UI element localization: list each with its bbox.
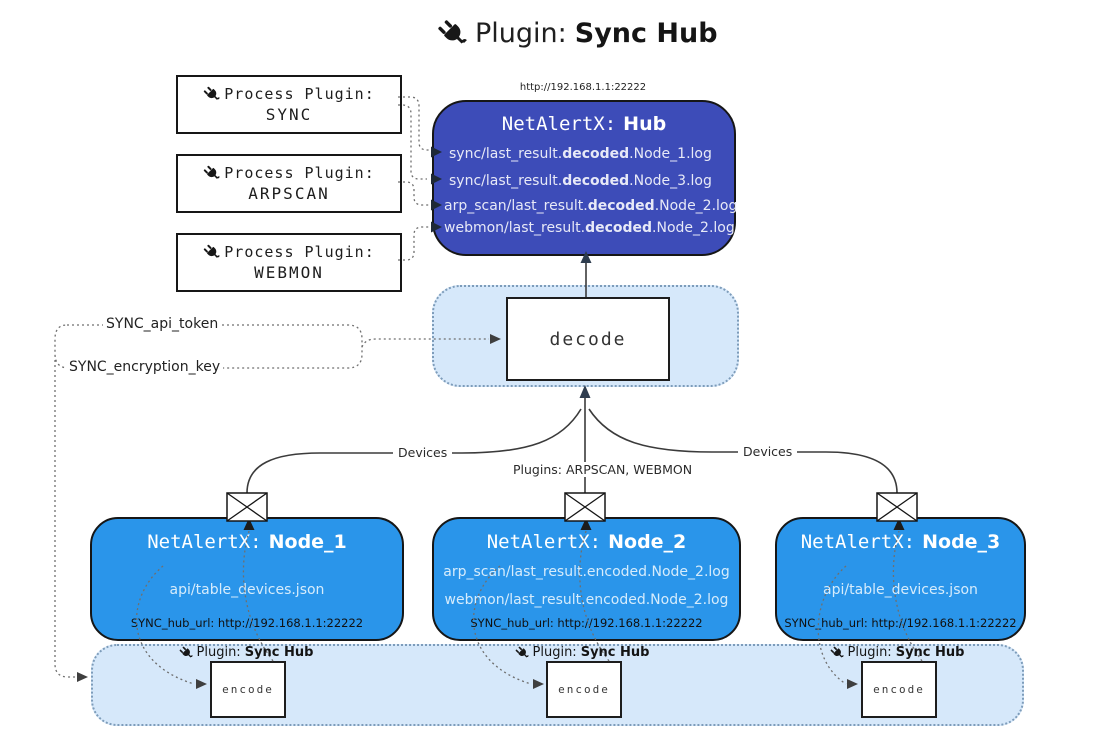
node-box-2: NetAlertX:Node_2 arp_scan/last_result.en… xyxy=(432,517,741,641)
plug-icon xyxy=(512,643,532,663)
plug-icon xyxy=(200,82,224,106)
plugins-edge-label: Plugins: ARPSCAN, WEBMON xyxy=(508,462,698,477)
decode-box: decode xyxy=(506,297,670,381)
encode-box-2: encode xyxy=(546,661,622,718)
process-plugin-name: SYNC xyxy=(265,105,313,124)
node-box-1: NetAlertX:Node_1 api/table_devices.json … xyxy=(90,517,404,641)
encode-label: encode xyxy=(873,683,925,696)
process-plugin-label: Process Plugin: xyxy=(224,85,375,103)
page-title-prefix: Plugin: xyxy=(475,18,567,49)
plug-icon xyxy=(200,161,224,185)
node-title: NetAlertX:Node_3 xyxy=(800,531,1001,553)
encoder-plugin-label-3: Plugin:Sync Hub xyxy=(817,645,977,660)
process-plugin-box-sync: Process Plugin: SYNC xyxy=(176,75,402,134)
process-plugin-name: ARPSCAN xyxy=(248,184,330,203)
encode-label: encode xyxy=(558,683,610,696)
process-plugin-label: Process Plugin: xyxy=(224,243,375,261)
encoder-plugin-label-1: Plugin:Sync Hub xyxy=(166,645,326,660)
page-title-name: Sync Hub xyxy=(574,18,718,49)
devices-edge-label-right: Devices xyxy=(738,444,798,459)
hub-title-prefix: NetAlertX: xyxy=(501,113,617,135)
hub-url-label: http://192.168.1.1:22222 xyxy=(519,82,647,93)
plug-icon xyxy=(200,240,224,264)
node-box-3: NetAlertX:Node_3 api/table_devices.json … xyxy=(775,517,1026,641)
page-title: Plugin: Sync Hub xyxy=(437,18,718,49)
process-plugin-name: WEBMON xyxy=(254,263,324,282)
node-title: NetAlertX:Node_1 xyxy=(147,531,347,553)
hub-box: NetAlertX: Hub sync/last_result.decoded.N… xyxy=(432,100,738,256)
plug-icon xyxy=(431,12,473,54)
sync-encryption-key-label: SYNC_encryption_key xyxy=(66,359,224,375)
node-hub-url: SYNC_hub_url: http://192.168.1.1:22222 xyxy=(784,616,1017,630)
hub-log-line: sync/last_result.decoded.Node_1.log xyxy=(449,146,712,162)
process-plugin-box-arpscan: Process Plugin: ARPSCAN xyxy=(176,154,402,213)
node-title: NetAlertX:Node_2 xyxy=(486,531,687,553)
devices-edge-label-left: Devices xyxy=(393,445,453,460)
hub-log-line: sync/last_result.decoded.Node_3.log xyxy=(449,173,712,189)
hub-log-line: arp_scan/last_result.decoded.Node_2.log xyxy=(444,198,738,214)
node-hub-url: SYNC_hub_url: http://192.168.1.1:22222 xyxy=(470,616,703,630)
hub-log-line: webmon/last_result.decoded.Node_2.log xyxy=(444,220,735,236)
node-hub-url: SYNC_hub_url: http://192.168.1.1:22222 xyxy=(130,616,364,630)
plug-icon xyxy=(827,643,847,663)
encode-box-3: encode xyxy=(861,661,937,718)
encoder-plugin-label-2: Plugin:Sync Hub xyxy=(502,645,662,660)
node-file: webmon/last_result.encoded.Node_2.log xyxy=(444,592,729,608)
hub-title-name: Hub xyxy=(623,113,667,135)
hub-title: NetAlertX: Hub xyxy=(434,113,734,135)
sync-api-token-label: SYNC_api_token xyxy=(103,316,222,332)
node-file: api/table_devices.json xyxy=(169,582,325,598)
node-file: arp_scan/last_result.encoded.Node_2.log xyxy=(443,564,730,580)
encode-label: encode xyxy=(222,683,274,696)
encode-box-1: encode xyxy=(210,661,286,718)
process-plugin-box-webmon: Process Plugin: WEBMON xyxy=(176,233,402,292)
decode-label: decode xyxy=(549,328,627,350)
process-plugin-label: Process Plugin: xyxy=(224,164,375,182)
node-file: api/table_devices.json xyxy=(823,582,978,598)
plug-icon xyxy=(176,643,196,663)
